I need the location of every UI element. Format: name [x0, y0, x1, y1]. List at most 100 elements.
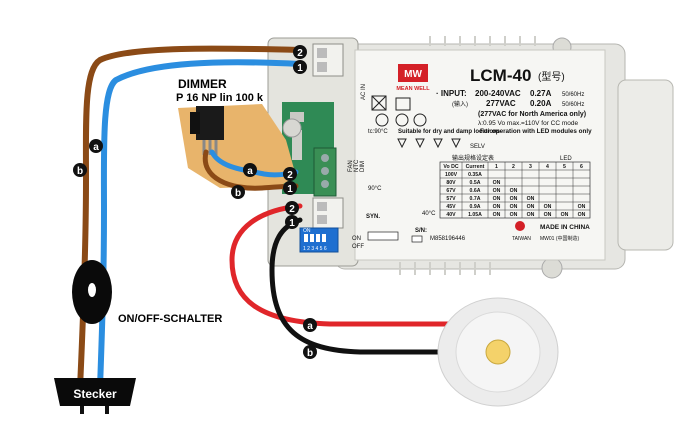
dimmer-title: DIMMER [178, 77, 227, 91]
table-header-cell: Vo DC [443, 164, 458, 170]
table-cell: ON [527, 196, 535, 202]
input-label: · INPUT: [436, 89, 467, 98]
table-cell: ON [544, 204, 552, 210]
marker-b-dim [231, 185, 245, 199]
table-cell: 45V [446, 204, 456, 210]
table-cell: ON [527, 212, 535, 218]
marker-2-dim-text: 2 [287, 170, 293, 181]
dip-number-text: 1 2 3 4 5 6 [303, 246, 327, 252]
table-cell: ON [510, 212, 518, 218]
table-cell: ON [510, 188, 518, 194]
weee-icon [371, 95, 387, 111]
pcb-component [290, 112, 304, 122]
marker-a-led [303, 318, 317, 332]
marker-1-led-text: 1 [289, 218, 295, 229]
model-suffix-text: (型号) [538, 70, 565, 83]
marker-1-ac-text: 1 [297, 63, 303, 74]
table-header-cell: 5 [563, 164, 566, 170]
table-header-cell: 6 [580, 164, 583, 170]
side-label-ntc: NTC [354, 159, 360, 172]
led-code-text: LED [560, 156, 572, 162]
switch-on-text: ON [352, 236, 361, 242]
table-cell: 80V [446, 180, 456, 186]
table-cell: ON [527, 204, 535, 210]
marker-1-dim [283, 181, 297, 195]
safety-icons [371, 95, 427, 127]
table-cell: 0.5A [470, 180, 481, 186]
input-hz1: 50/60Hz [562, 92, 584, 98]
marker-1-ac [293, 60, 307, 74]
taiwan-text: TAIWAN [512, 236, 531, 242]
table-header-cell: 1 [495, 164, 498, 170]
marker-2-led-text: 2 [289, 204, 295, 215]
wire-red-led [229, 203, 453, 327]
led-chip [485, 339, 511, 365]
input-note: (277VAC for North America only) [478, 111, 586, 118]
temp-text: 90°C [368, 186, 382, 192]
pcb-capacitor [282, 118, 302, 138]
made-in-text: MADE IN CHINA [540, 224, 590, 231]
table-cell: ON [493, 204, 501, 210]
dimmer-subtitle: P 16 NP lin 100 k [176, 92, 264, 104]
mw-code-text: MW01 (中国制造) [540, 235, 580, 242]
dimmer-knob [190, 112, 200, 134]
table-cell: ON [493, 188, 501, 194]
serial-text: M858196446 [430, 236, 466, 242]
plug-body [54, 378, 136, 406]
input-v2: 277VAC [486, 99, 516, 108]
dip-on-text: ON [303, 228, 311, 234]
marker-b-led [303, 345, 317, 359]
marker-2-led [285, 201, 299, 215]
taiwan-logo [515, 221, 525, 231]
selv-text: SELV [470, 144, 485, 150]
ip-icon [395, 97, 411, 111]
marker-2-ac [293, 45, 307, 59]
table-cell: 0.35A [468, 172, 482, 178]
marker-2-ac-text: 2 [297, 48, 303, 59]
table-cell: 40V [446, 212, 456, 218]
input-hz2: 50/60Hz [562, 102, 584, 108]
table-cell: ON [578, 212, 586, 218]
marker-a-dim [243, 163, 257, 177]
marker-2-dim [283, 167, 297, 181]
table-cell: 57V [446, 196, 456, 202]
table-cell: ON [493, 196, 501, 202]
brand-text: MEAN WELL [396, 86, 430, 92]
mean-well-logo-text: MW [404, 69, 422, 80]
table-cell: ON [578, 204, 586, 210]
table-header-cell: 2 [512, 164, 515, 170]
driver-ribs [399, 36, 536, 275]
marker-b-mains [73, 163, 87, 177]
marker-a-mains [89, 139, 103, 153]
marker-a-led-text: a [307, 321, 313, 332]
marker-1-dim-text: 1 [287, 184, 293, 195]
mount-hole-bottom [541, 257, 563, 279]
dry-damp-text: Suitable for dry and damp locations [398, 129, 501, 135]
syn-text: SYN. [366, 214, 380, 220]
marker-a-dim-text: a [247, 166, 253, 177]
table-cell: ON [493, 212, 501, 218]
temp40-text: 40°C [422, 211, 436, 217]
input-a2: 0.20A [530, 99, 552, 108]
table-cell: 67V [446, 188, 456, 194]
table-header-cell: 3 [529, 164, 532, 170]
cert-icon-2 [395, 113, 409, 127]
input-v1: 200-240VAC [475, 89, 521, 98]
tc-text: tc:90°C [368, 129, 388, 135]
pcb-component-2 [292, 130, 302, 160]
table-cell: ON [493, 180, 501, 186]
input-cn: (输入) [452, 100, 468, 108]
table-cell: ON [544, 212, 552, 218]
warning-icons [397, 138, 461, 149]
side-label-dim: DIM [360, 161, 366, 172]
ac-in-text: AC IN [361, 84, 367, 100]
model-text: LCM-40 [470, 66, 531, 85]
led-driver: ON 1 2 3 4 5 6 AC IN MW MEAN WELL LCM-40… [267, 36, 674, 279]
table-cell: ON [510, 196, 518, 202]
side-label-fan: FAN [348, 160, 354, 172]
table-cell: ON [561, 212, 569, 218]
cert-icon-3 [413, 113, 427, 127]
mean-well-logo [398, 64, 428, 82]
